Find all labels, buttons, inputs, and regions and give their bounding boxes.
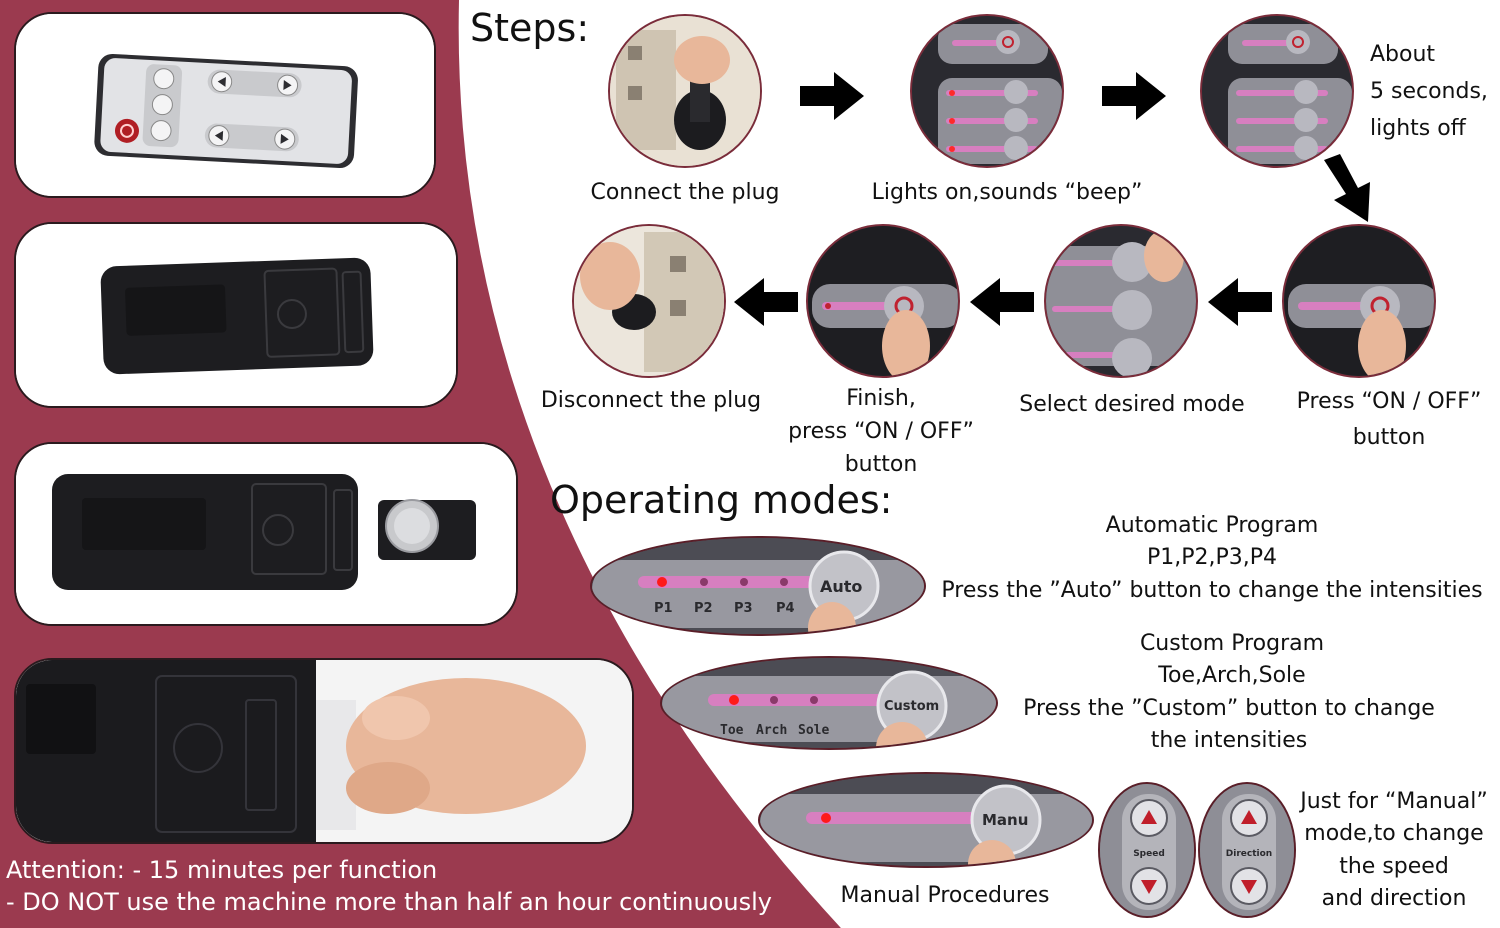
arrow-right-icon [1102,72,1166,120]
zone-label: Sole [798,723,829,738]
attention-warning: - DO NOT use the machine more than half … [6,888,772,916]
caption-finish-3: button [844,452,918,477]
caption-lights-off-3: lights off [1370,116,1466,141]
manual-procedures-label: Manual Procedures [840,883,1050,908]
caption-lights-on: Lights on,sounds “beep” [871,180,1143,205]
arrow-right-icon [800,72,864,120]
caption-finish-1: Finish, [846,386,916,411]
manual-mode-panel-image: Manu [758,772,1094,868]
remote-front-photo [14,12,436,198]
auto-mode-title: Automatic Program [1105,513,1319,538]
zone-label: Arch [756,723,787,738]
remote-battery-photo [14,442,518,626]
steps-title: Steps: [470,6,590,50]
auto-button-label: Auto [820,577,862,596]
custom-mode-title: Custom Program [1139,631,1325,656]
custom-mode-zones: Toe,Arch,Sole [1158,663,1306,688]
battery-insert-photo [14,658,634,844]
manu-button-label: Manu [982,811,1028,829]
custom-mode-instruction-2: the intensities [1150,728,1308,753]
caption-finish-2: press “ON / OFF” [788,419,974,444]
step-lights-off-image [1200,14,1354,168]
remote-back-photo [14,222,458,408]
speed-label: Speed [1133,849,1165,859]
auto-mode-programs: P1,P2,P3,P4 [1146,545,1278,570]
caption-press-onoff-1: Press “ON / OFF” [1296,389,1482,414]
manual-note-1: Just for “Manual” [1300,789,1488,814]
step-select-mode-image [1044,224,1198,378]
caption-disconnect-plug: Disconnect the plug [540,388,762,413]
attention-time: Attention: - 15 minutes per function [6,856,438,884]
p-label: P2 [694,601,713,616]
auto-mode-panel-image: P1 P2 P3 P4 Auto [590,536,926,636]
step-finish-press-onoff-image [806,224,960,378]
direction-buttons-image: Direction [1198,782,1296,918]
arrow-left-icon [1208,278,1272,326]
custom-button-label: Custom [884,699,939,714]
operating-modes-title: Operating modes: [550,478,893,522]
p-label: P1 [654,601,673,616]
arrow-left-icon [734,278,798,326]
caption-lights-off-1: About [1370,42,1436,67]
direction-label: Direction [1226,849,1272,859]
arrow-left-icon [970,278,1034,326]
step-disconnect-plug-image [572,224,726,378]
caption-connect-plug: Connect the plug [590,180,780,205]
arrow-down-icon [1324,154,1370,222]
p-label: P3 [734,601,753,616]
p-label: P4 [776,601,795,616]
caption-press-onoff-2: button [1352,425,1426,450]
step-lights-on-image [910,14,1064,168]
caption-lights-off-2: 5 seconds, [1370,79,1488,104]
custom-mode-instruction-1: Press the ”Custom” button to change [1023,696,1435,721]
custom-mode-panel-image: Toe Arch Sole Custom [660,656,998,750]
step-press-onoff-image [1282,224,1436,378]
manual-note-4: and direction [1321,886,1467,911]
zone-label: Toe [720,723,744,738]
auto-mode-instruction: Press the ”Auto” button to change the in… [941,578,1483,603]
manual-note-3: the speed [1339,854,1449,879]
caption-select-mode: Select desired mode [1019,392,1245,417]
speed-buttons-image: Speed [1098,782,1196,918]
manual-note-2: mode,to change [1304,821,1484,846]
step-connect-plug-image [608,14,762,168]
